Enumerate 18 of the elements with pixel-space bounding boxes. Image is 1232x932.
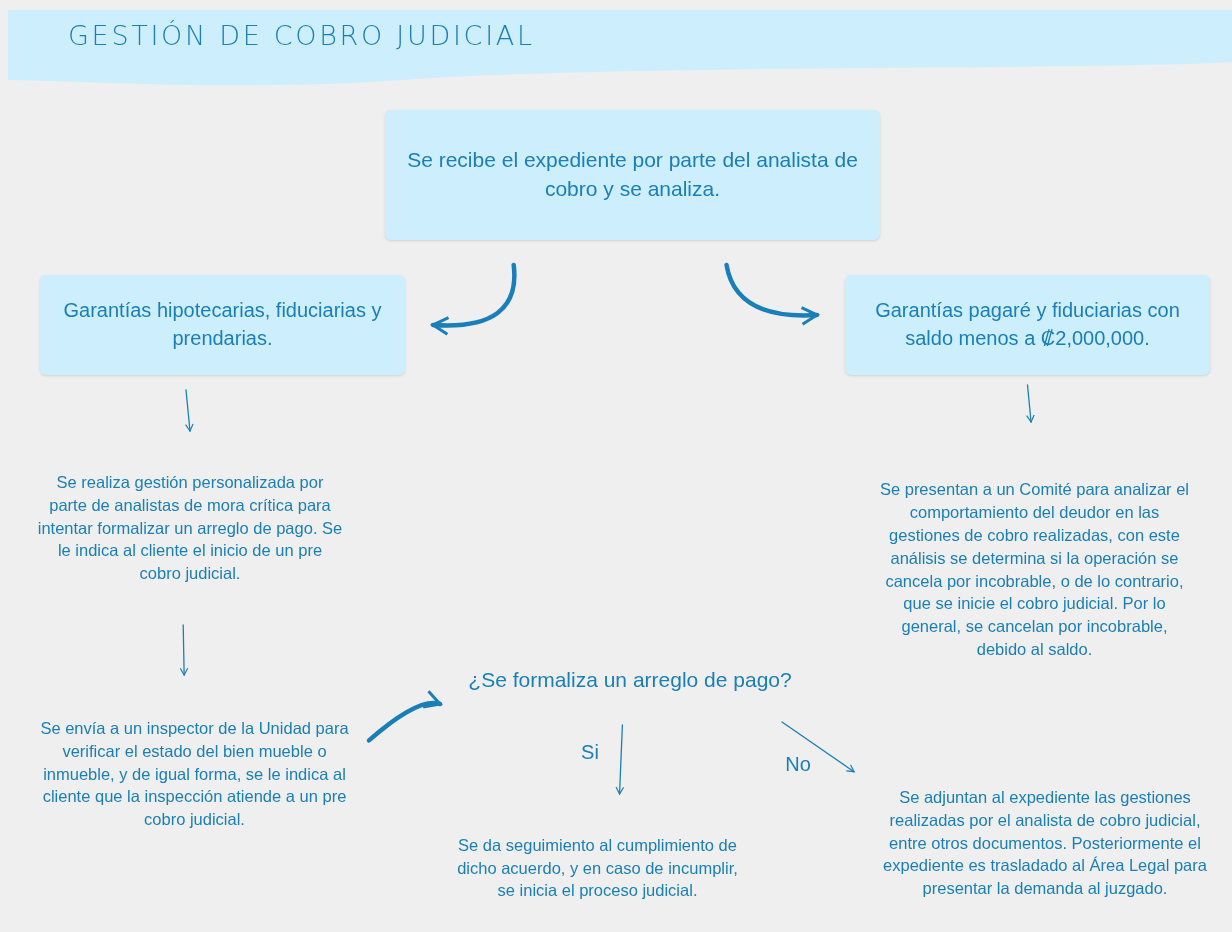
arrow (179, 624, 189, 676)
title: GESTIÓN DE COBRO JUDICIAL (68, 19, 535, 53)
arrow (781, 721, 855, 773)
process-box: Garantías pagaré y fiduciarias con saldo menos a ₡2,000,000. (845, 275, 1210, 375)
arrow (724, 262, 820, 326)
arrow (185, 389, 194, 432)
arrow (615, 724, 625, 795)
arrow (366, 691, 443, 743)
step-text: Se adjuntan al expediente las gestiones realizadas por el analista de cobro judicial, entre otros documentos. Posteriormente el expediente es trasladado al Área Legal para presentar la demanda al juzgado. (860, 762, 1230, 924)
step-text: Se presentan a un Comité para analizar el comportamiento del deudor en las gestiones de cobro realizadas, con este análisis se determina si la operación se cancela por incobrable, o de lo contrario, que se inicie el cobro judicial. Por lo general, se cancelan por incobrable, debido al saldo. (862, 432, 1207, 707)
decision-text: ¿Se formaliza un arreglo de pago? (440, 660, 820, 700)
arrow (1026, 384, 1035, 423)
arrow (430, 262, 517, 336)
process-box: Se recibe el expediente por parte del analista de cobro y se analiza. (385, 110, 880, 240)
step-text: Se realiza gestión personalizada por parte de analistas de mora crítica para intentar formalizar un arreglo de pago. Se le indica al cliente el inicio de un pre cobro judicial. (20, 446, 360, 610)
step-text: Se envía a un inspector de la Unidad para verificar el estado del bien mueble o inmueble, y de igual forma, se le indica al cliente que la inspección atiende a un pre cobro judicial. (22, 690, 367, 858)
process-box: Garantías hipotecarias, fiduciarias y prendarias. (40, 275, 405, 375)
step-text: Se da seguimiento al cumplimiento de dicho acuerdo, y en caso de incumplir, se inicia el proceso judicial. (440, 812, 755, 924)
